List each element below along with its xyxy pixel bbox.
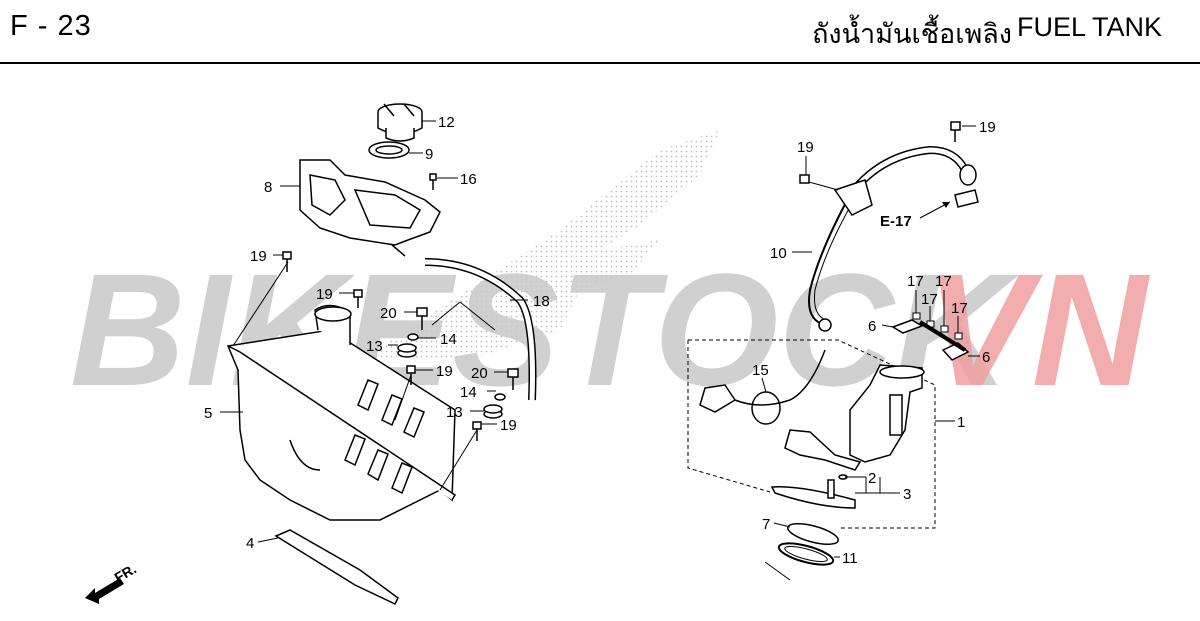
callout-17-c: 17 xyxy=(921,291,938,308)
reference-arrow-icon xyxy=(919,201,951,219)
callout-13-a: 13 xyxy=(366,338,383,355)
callout-14-a: 14 xyxy=(440,331,457,348)
callout-14-b: 14 xyxy=(460,384,477,401)
callout-12: 12 xyxy=(438,114,455,131)
callout-2: 2 xyxy=(868,470,876,487)
bolt-16 xyxy=(429,173,437,190)
callout-10: 10 xyxy=(770,245,787,262)
header: F - 23 ถังน้ำมันเชื้อเพลิง FUEL TANK xyxy=(0,0,1200,62)
callout-labels: 12 9 16 8 19 19 20 18 14 13 19 20 14 13 … xyxy=(204,114,996,567)
plate-6-a xyxy=(891,319,924,334)
callout-16: 16 xyxy=(460,171,477,188)
callout-20-a: 20 xyxy=(380,305,397,322)
callout-18: 18 xyxy=(533,293,550,310)
fuel-pipe-10-b xyxy=(814,197,856,321)
callout-19-e: 19 xyxy=(979,119,996,136)
callout-9: 9 xyxy=(425,146,433,163)
callout-13-b: 13 xyxy=(446,404,463,421)
callout-3: 3 xyxy=(903,486,911,503)
page-title-thai: ถังน้ำมันเชื้อเพลิง xyxy=(812,19,1012,49)
callout-19-f: 19 xyxy=(797,139,814,156)
reference-e17: E-17 xyxy=(880,213,912,230)
grommet-13-a xyxy=(397,343,417,358)
callout-11: 11 xyxy=(842,550,858,567)
page-code: F - 23 xyxy=(10,10,92,42)
front-arrow-icon: FR. xyxy=(85,560,139,604)
callout-5: 5 xyxy=(204,405,212,422)
callout-19-c: 19 xyxy=(436,363,453,380)
fuel-tank-5 xyxy=(226,304,457,521)
callout-17-d: 17 xyxy=(951,300,968,317)
filter-3 xyxy=(770,486,856,509)
parts-diagram: BIKESTOCK VN xyxy=(70,103,1151,605)
callout-19-b: 19 xyxy=(316,286,333,303)
watermark-main: BIKESTOCK xyxy=(70,240,1020,419)
callout-17-b: 17 xyxy=(935,273,952,290)
callout-1: 1 xyxy=(957,414,965,431)
callout-20-b: 20 xyxy=(471,365,488,382)
rubber-strip-4 xyxy=(274,529,399,605)
filter-post-2 xyxy=(827,474,848,499)
leaders-right xyxy=(761,125,980,558)
fuel-pump-1 xyxy=(784,364,925,471)
fuel-pump-box xyxy=(687,339,936,529)
bolt-19-d xyxy=(472,421,482,441)
fuel-pipe-bracket xyxy=(818,164,979,332)
fuel-pipe-10 xyxy=(808,194,851,326)
tank-ribs xyxy=(344,379,425,495)
callout-4: 4 xyxy=(246,535,254,552)
wing-logo-shape xyxy=(360,130,720,360)
callout-6-a: 6 xyxy=(868,318,876,335)
gasket-9 xyxy=(368,141,410,159)
bolt-20-b xyxy=(507,368,519,390)
collar-14-a xyxy=(407,333,419,341)
callout-7: 7 xyxy=(762,516,770,533)
grommet-13-b xyxy=(483,404,503,419)
watermark-accent: VN xyxy=(925,240,1151,419)
callout-17-a: 17 xyxy=(907,273,924,290)
page-title-english: FUEL TANK xyxy=(1017,12,1163,42)
fuel-cap-12 xyxy=(377,103,423,142)
callout-19-d: 19 xyxy=(500,417,517,434)
fuel-sender-15 xyxy=(699,349,826,425)
callout-6-b: 6 xyxy=(982,349,990,366)
header-divider xyxy=(0,62,1200,64)
callout-15: 15 xyxy=(752,362,769,379)
bolt-19-f xyxy=(799,174,810,184)
leaders-left xyxy=(220,120,528,543)
bolt-19-e xyxy=(950,121,961,142)
seal-7 xyxy=(787,523,839,545)
callout-8: 8 xyxy=(264,179,272,196)
collar-14-b xyxy=(494,393,506,401)
cover-8 xyxy=(299,159,441,257)
callout-19-a: 19 xyxy=(250,248,267,265)
